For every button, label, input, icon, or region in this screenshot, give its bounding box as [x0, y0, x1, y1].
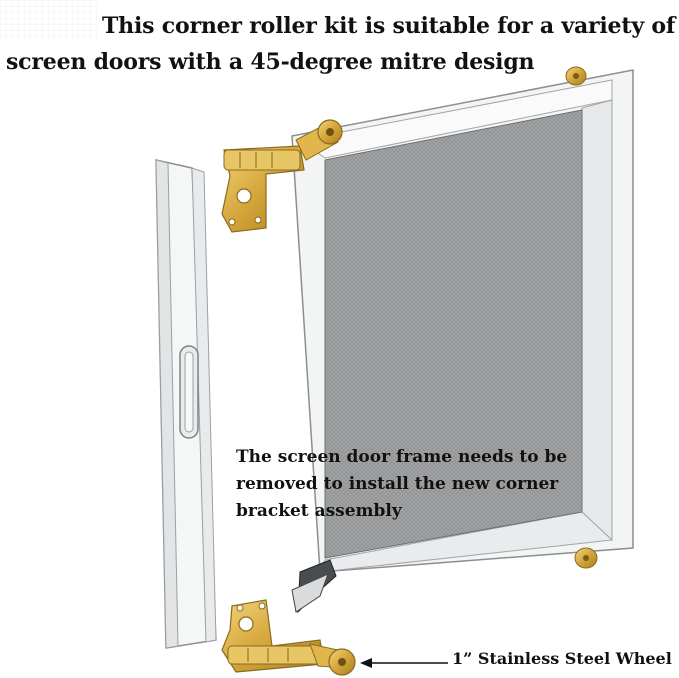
headline: This corner roller kit is suitable for a… [6, 8, 678, 80]
screen-mesh [324, 109, 583, 559]
installation-note: The screen door frame needs to be remove… [236, 444, 586, 525]
door-frame [291, 69, 634, 614]
headline-line-2: screen doors with a 45-degree mitre desi… [6, 49, 535, 75]
headline-line-1: This corner roller kit is suitable for a… [102, 13, 676, 39]
removed-side-rail [155, 159, 217, 649]
top-corner-bracket [221, 119, 343, 233]
bottom-right-wheel [574, 547, 598, 569]
top-right-wheel [565, 66, 587, 86]
note-line-1: The screen door frame needs to be [236, 447, 568, 467]
note-line-2: removed to install the new corner [236, 474, 559, 494]
wheel-label: 1” Stainless Steel Wheel [452, 649, 672, 668]
note-line-3: bracket assembly [236, 501, 402, 521]
wheel-callout-arrow [360, 658, 448, 668]
corner-mesh-pattern [0, 0, 100, 40]
bottom-corner-bracket [221, 599, 356, 676]
